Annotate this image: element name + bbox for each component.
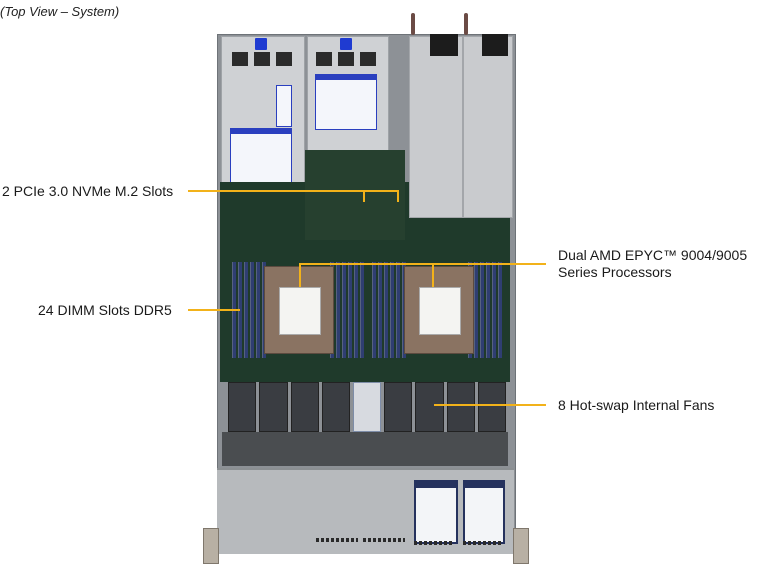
dimm-slot xyxy=(480,262,484,358)
fan xyxy=(384,382,413,432)
power-supply-1 xyxy=(409,36,463,218)
dimm-slot xyxy=(498,262,502,358)
dimm-slot xyxy=(250,262,254,358)
dimm-slot xyxy=(256,262,260,358)
dimm-slot xyxy=(396,262,400,358)
rack-ear-left xyxy=(203,528,219,564)
callout-line-cpu-drop xyxy=(299,263,301,287)
callout-label-dimm: 24 DIMM Slots DDR5 xyxy=(38,302,172,318)
dimm-slot xyxy=(336,262,340,358)
riser-opening xyxy=(232,52,248,66)
callout-line-fans xyxy=(434,404,546,406)
callout-label-cpu: Dual AMD EPYC™ 9004/9005 Series Processo… xyxy=(558,247,747,281)
riser-instruction-diagram xyxy=(315,74,377,130)
callout-label-cpu-line1: Dual AMD EPYC™ 9004/9005 xyxy=(558,247,748,263)
riser-opening xyxy=(276,52,292,66)
callout-line-m2 xyxy=(188,190,398,192)
cpu-label-plate xyxy=(279,287,321,335)
riser-opening xyxy=(338,52,354,66)
power-supply-2 xyxy=(463,36,513,218)
riser-blue-label-icon xyxy=(340,38,352,50)
fan xyxy=(290,382,319,432)
fan xyxy=(415,382,444,432)
callout-line-m2-drop xyxy=(363,190,365,202)
dimm-slot xyxy=(486,262,490,358)
callout-label-m2: 2 PCIe 3.0 NVMe M.2 Slots xyxy=(2,183,174,199)
riser-opening xyxy=(316,52,332,66)
dimm-bank-3 xyxy=(372,262,406,358)
callout-label-cpu-line2: Series Processors xyxy=(558,264,672,280)
dimm-slot xyxy=(492,262,496,358)
cable-area xyxy=(222,432,508,466)
riser-blue-label-icon xyxy=(255,38,267,50)
callout-line-dimm xyxy=(188,309,240,311)
front-vent xyxy=(463,541,503,545)
dimm-slot xyxy=(378,262,382,358)
cpu-2-heatsink xyxy=(404,266,474,354)
cpu-1-heatsink xyxy=(264,266,334,354)
riser-opening xyxy=(254,52,270,66)
caption: (Top View – System) xyxy=(0,4,120,19)
front-vent xyxy=(363,538,405,542)
motherboard-riser-area xyxy=(305,150,405,240)
service-tag-left xyxy=(414,480,458,544)
riser-instruction-diagram xyxy=(276,85,292,127)
psu-handle xyxy=(464,13,468,35)
fan-bracket xyxy=(353,382,381,432)
fan xyxy=(477,382,506,432)
front-vent xyxy=(316,538,358,542)
riser-opening xyxy=(360,52,376,66)
fan xyxy=(446,382,475,432)
psu-fan-opening xyxy=(482,34,508,56)
dimm-slot xyxy=(384,262,388,358)
psu-handle xyxy=(411,13,415,35)
dimm-slot xyxy=(244,262,248,358)
callout-line-m2-drop xyxy=(397,190,399,202)
riser-instruction-diagram xyxy=(230,128,292,184)
callout-label-fans: 8 Hot-swap Internal Fans xyxy=(558,397,715,413)
dimm-slot xyxy=(390,262,394,358)
dimm-slot xyxy=(342,262,346,358)
psu-fan-opening xyxy=(430,34,458,56)
dimm-slot xyxy=(474,262,478,358)
front-vent xyxy=(414,541,454,545)
dimm-slot xyxy=(360,262,364,358)
dimm-slot xyxy=(372,262,376,358)
rack-ear-right xyxy=(513,528,529,564)
cpu-label-plate xyxy=(419,287,461,335)
dimm-bank-2 xyxy=(330,262,364,358)
dimm-slot xyxy=(348,262,352,358)
fan xyxy=(228,382,257,432)
fan xyxy=(259,382,288,432)
fan-row xyxy=(228,382,506,432)
fan xyxy=(321,382,350,432)
callout-line-cpu-drop xyxy=(432,263,434,287)
service-tag-right xyxy=(463,480,505,544)
dimm-slot xyxy=(354,262,358,358)
callout-line-cpu xyxy=(299,263,546,265)
